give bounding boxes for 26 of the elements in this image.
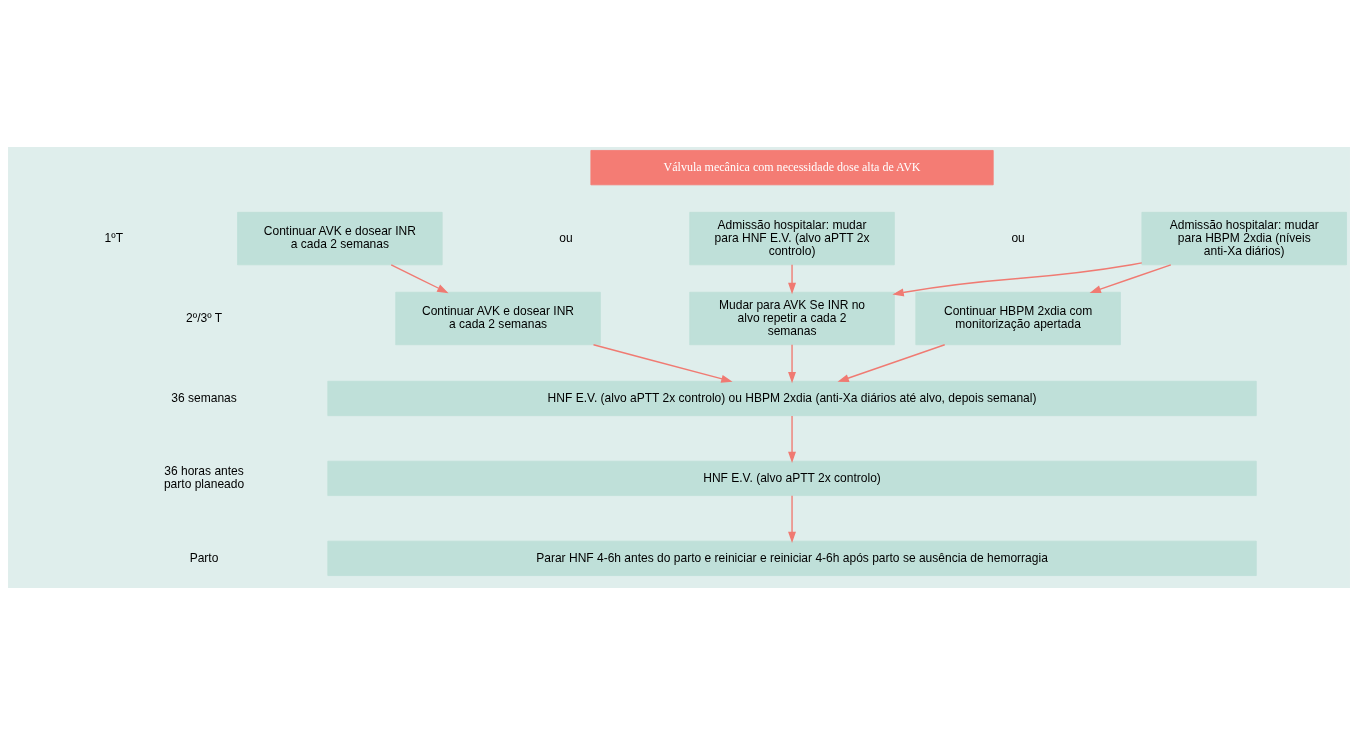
- node-box: Parar HNF 4-6h antes do parto e reiniciar e reiniciar 4-6h após parto se ausência de hemorragia: [327, 540, 1257, 576]
- arrow: [788, 414, 797, 463]
- label: 1ºT: [104, 230, 123, 245]
- label: ou: [1011, 230, 1025, 245]
- label: Parto: [189, 550, 219, 565]
- node-box: Continuar HBPM 2xdia com monitorização apertada: [915, 291, 1121, 345]
- arrow: [592, 343, 733, 383]
- node-box: Válvula mecânica com necessidade dose alta de AVK: [590, 149, 994, 185]
- label: 36 semanas: [171, 390, 237, 405]
- arrow: [788, 263, 797, 294]
- arrow: [1089, 263, 1172, 293]
- label: 36 horas antes parto planeado: [163, 463, 245, 491]
- node-box: Mudar para AVK Se INR no alvo repetir a cada 2 semanas: [689, 291, 895, 345]
- node-box: Admissão hospitalar: mudar para HNF E.V. (alvo aPTT 2x controlo): [689, 211, 895, 265]
- label: ou: [559, 230, 573, 245]
- arrow: [837, 343, 946, 382]
- arrow: [788, 494, 797, 543]
- node-box: Continuar AVK e dosear INR a cada 2 semanas: [395, 291, 601, 345]
- arrow: [390, 263, 449, 293]
- node-box: Continuar AVK e dosear INR a cada 2 semanas: [237, 211, 443, 265]
- node-box: Admissão hospitalar: mudar para HBPM 2xdia (níveis anti-Xa diários): [1141, 211, 1347, 265]
- label: 2º/3º T: [186, 310, 223, 325]
- arrow: [788, 343, 797, 383]
- node-box: HNF E.V. (alvo aPTT 2x controlo) ou HBPM 2xdia (anti-Xa diários até alvo, depois semanal): [327, 380, 1257, 416]
- arrow: [892, 261, 1143, 296]
- node-box: HNF E.V. (alvo aPTT 2x controlo): [327, 460, 1257, 496]
